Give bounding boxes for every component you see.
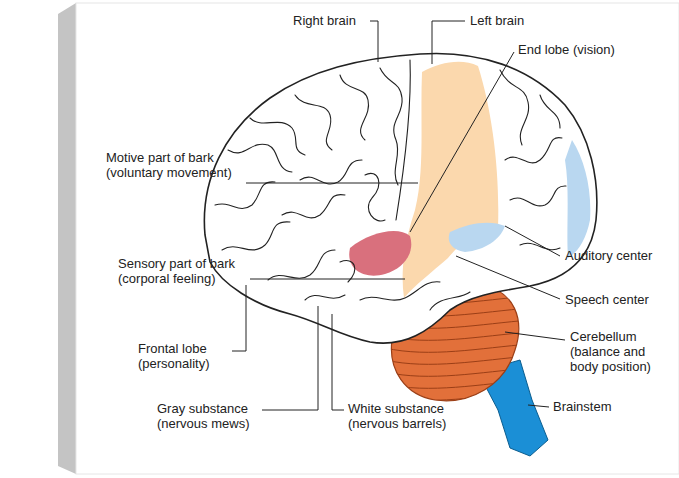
leader-line [410, 52, 514, 232]
leader-lines [232, 21, 565, 410]
leader-line [505, 332, 565, 340]
canvas-edge [58, 3, 76, 474]
leader-line [262, 306, 318, 410]
callout-label: Right brain [293, 13, 369, 28]
speech-area [349, 231, 411, 276]
brain-gyri [215, 60, 566, 310]
callout-label: Frontal lobe (personality) [138, 341, 230, 371]
leader-line [505, 226, 560, 256]
callout-label: End lobe (vision) [518, 42, 648, 57]
callout-label: Left brain [470, 13, 550, 28]
callout-label: Cerebellum (balance and body position) [570, 329, 670, 374]
callout-label: Speech center [565, 292, 670, 307]
leader-line [246, 183, 418, 184]
callout-label: Brainstem [553, 399, 653, 414]
vision-area [403, 62, 499, 298]
leader-line [250, 279, 405, 280]
leader-line [456, 256, 560, 299]
cerebrum-outline [204, 53, 596, 343]
canvas-face [76, 3, 679, 474]
callout-label: Motive part of bark (voluntary movement) [106, 150, 242, 180]
auditory-area [565, 140, 590, 258]
callout-label: Sensory part of bark (corporal feeling) [118, 256, 246, 286]
auditory-area [449, 223, 505, 252]
leader-line [232, 285, 246, 351]
leader-line [432, 21, 465, 64]
leader-line [528, 405, 549, 407]
callout-label: White substance (nervous barrels) [348, 401, 472, 431]
leader-line [370, 21, 378, 62]
leader-line [332, 314, 344, 410]
callout-label: Gray substance (nervous mews) [157, 401, 261, 431]
callout-label: Auditory center [565, 248, 670, 263]
